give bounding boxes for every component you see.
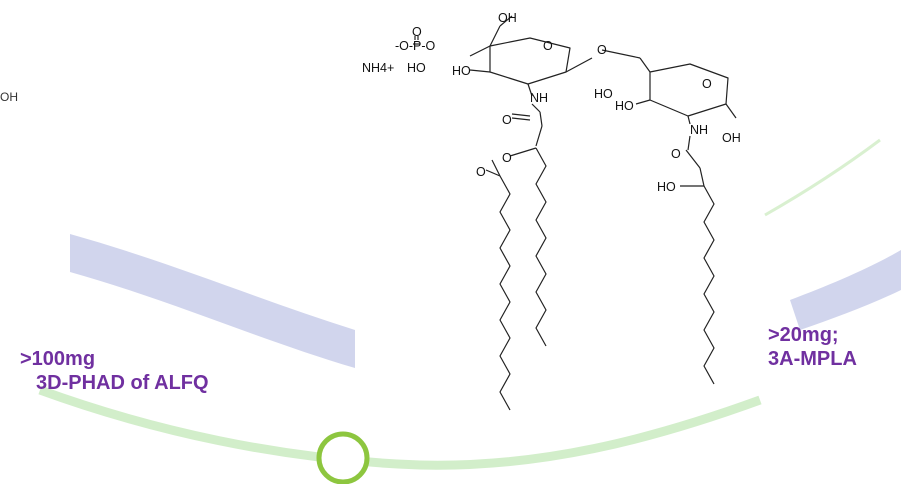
- ester-oxygen: O: [502, 151, 512, 165]
- ring2-bonds: [649, 63, 729, 117]
- green-ring: [316, 431, 370, 484]
- blue-swoosh-left: [70, 234, 355, 368]
- green-swoosh-right: [764, 138, 881, 217]
- oh-anomeric: OH: [722, 131, 741, 145]
- ring1-bonds: [489, 37, 571, 85]
- ring2-ho-b: HO: [615, 99, 634, 113]
- linker-oxygen: O: [597, 43, 607, 57]
- nh-1: NH: [530, 91, 548, 105]
- oh-top: OH: [498, 11, 517, 25]
- blue-swoosh-right: [790, 250, 901, 330]
- left-label-line1: >100mg: [20, 348, 96, 370]
- left-quantity-label: >100mg 3D-PHAD of ALFQ: [20, 347, 209, 395]
- ring2-oxygen: O: [702, 77, 712, 91]
- green-swoosh-bottom: [38, 385, 762, 470]
- nh-2: NH: [690, 123, 708, 137]
- right-label-line1: >20mg;: [768, 324, 839, 346]
- amide2-oxygen: O: [671, 147, 681, 161]
- right-quantity-label: >20mg; 3A-MPLA: [768, 323, 857, 371]
- ring1-ho: HO: [452, 64, 471, 78]
- amide1-chain: [535, 147, 547, 347]
- amide2-chain: [703, 185, 715, 385]
- ammonium-counter-ion: NH4+: [362, 61, 394, 75]
- right-label-line2: 3A-MPLA: [768, 348, 857, 370]
- edge-oh-fragment: OH: [0, 90, 18, 104]
- phosphate-ho: HO: [407, 61, 426, 75]
- ring2-ho-a: HO: [594, 87, 613, 101]
- left-label-line2: 3D-PHAD of ALFQ: [36, 372, 209, 394]
- ho-chain: HO: [657, 180, 676, 194]
- phosphate-o-double: O: [412, 25, 422, 39]
- ring1-oxygen: O: [543, 39, 553, 53]
- amide1-oxygen: O: [502, 113, 512, 127]
- phosphate-group: -O-P-O: [395, 39, 436, 53]
- ester-chain: [499, 175, 511, 411]
- ester-carbonyl-oxygen: O: [476, 165, 486, 179]
